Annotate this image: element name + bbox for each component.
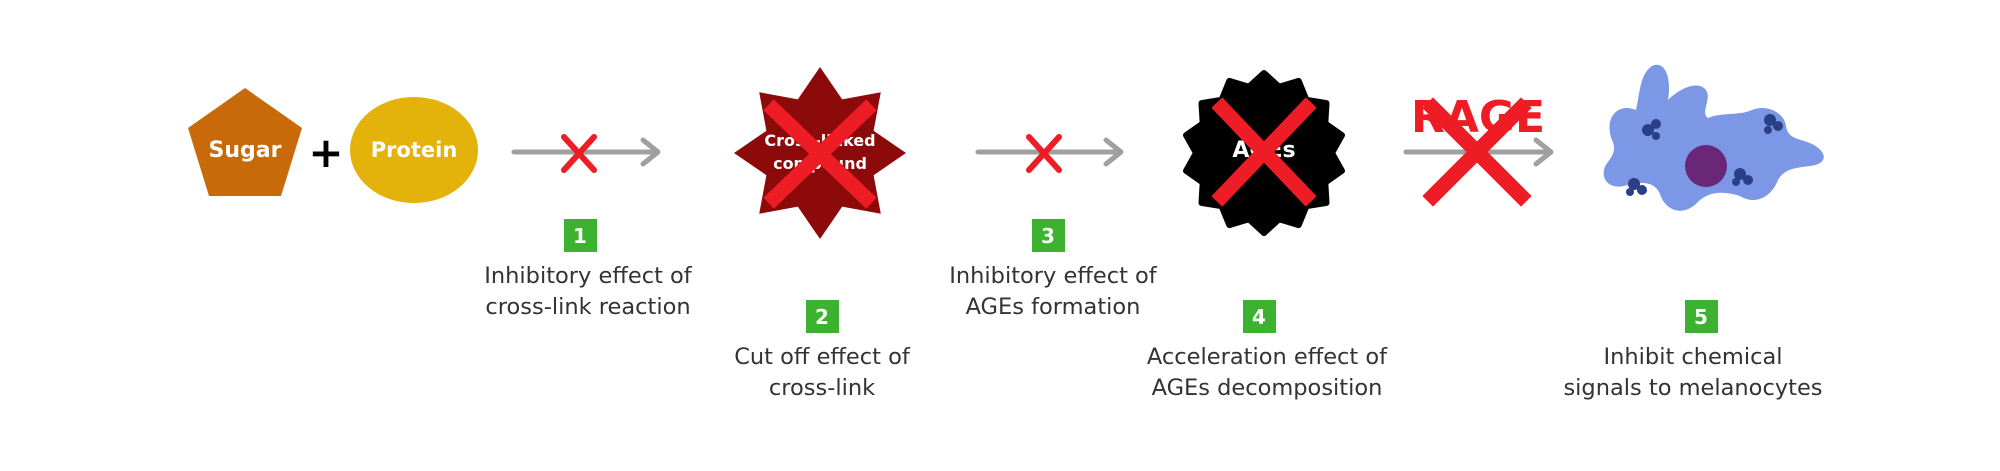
protein-icon: Protein xyxy=(350,97,478,203)
step-caption-line1: Cut off effect of xyxy=(734,344,911,370)
melanin-granule-icon xyxy=(1764,114,1783,134)
step-number: 2 xyxy=(815,305,829,329)
step-number: 3 xyxy=(1041,224,1055,248)
step-number: 5 xyxy=(1694,305,1708,329)
crosslink-compound-icon: Cross-linked compound xyxy=(734,67,906,239)
step-caption-line2: cross-link reaction xyxy=(485,294,690,320)
melanin-granule-icon xyxy=(1626,178,1647,196)
step-caption-line1: Inhibitory effect of xyxy=(484,263,693,289)
protein-label: Protein xyxy=(371,138,458,162)
step-caption-line1: Inhibitory effect of xyxy=(949,263,1158,289)
crosslink-cross-mark-icon xyxy=(763,99,877,209)
step-caption-line2: AGEs formation xyxy=(966,294,1141,320)
step-badge xyxy=(806,300,839,333)
step-2: 2 Cut off effect of cross-link xyxy=(734,300,911,401)
step-caption-line1: Inhibit chemical xyxy=(1604,344,1783,370)
cross-mark-icon xyxy=(1026,134,1062,173)
step-number: 1 xyxy=(573,224,587,248)
sugar-label: Sugar xyxy=(209,138,282,163)
cross-mark-icon xyxy=(561,134,597,173)
step-number: 4 xyxy=(1252,305,1266,329)
melanocyte-cell-icon xyxy=(1603,64,1824,211)
step-caption-line2: signals to melanocytes xyxy=(1563,375,1822,401)
ages-icon: AGEs xyxy=(1183,70,1345,236)
step-caption-line2: cross-link xyxy=(769,375,875,401)
step-badge xyxy=(1032,219,1065,252)
step-badge xyxy=(564,219,597,252)
blocked-arrow-2 xyxy=(975,134,1124,173)
cell-nucleus xyxy=(1685,145,1727,187)
melanin-granule-icon xyxy=(1642,119,1661,140)
step-4: 4 Acceleration effect of AGEs decomposit… xyxy=(1147,300,1388,401)
step-caption-line2: AGEs decomposition xyxy=(1152,375,1383,401)
step-5: 5 Inhibit chemical signals to melanocyte… xyxy=(1563,300,1823,401)
blocked-arrow-1 xyxy=(511,134,661,173)
plus-icon: + xyxy=(308,128,343,177)
ages-cross-mark-icon xyxy=(1211,97,1317,207)
step-badge xyxy=(1243,300,1276,333)
step-caption-line1: Acceleration effect of xyxy=(1147,344,1388,370)
step-badge xyxy=(1685,300,1718,333)
rage-cross-mark-icon xyxy=(1422,97,1532,207)
melanin-granule-icon xyxy=(1732,168,1753,186)
step-3: 3 Inhibitory effect of AGEs formation xyxy=(949,219,1158,320)
sugar-icon: Sugar xyxy=(188,88,302,196)
step-1: 1 Inhibitory effect of cross-link reacti… xyxy=(484,219,693,320)
rage-blocked-arrow: RAGE xyxy=(1403,92,1554,207)
